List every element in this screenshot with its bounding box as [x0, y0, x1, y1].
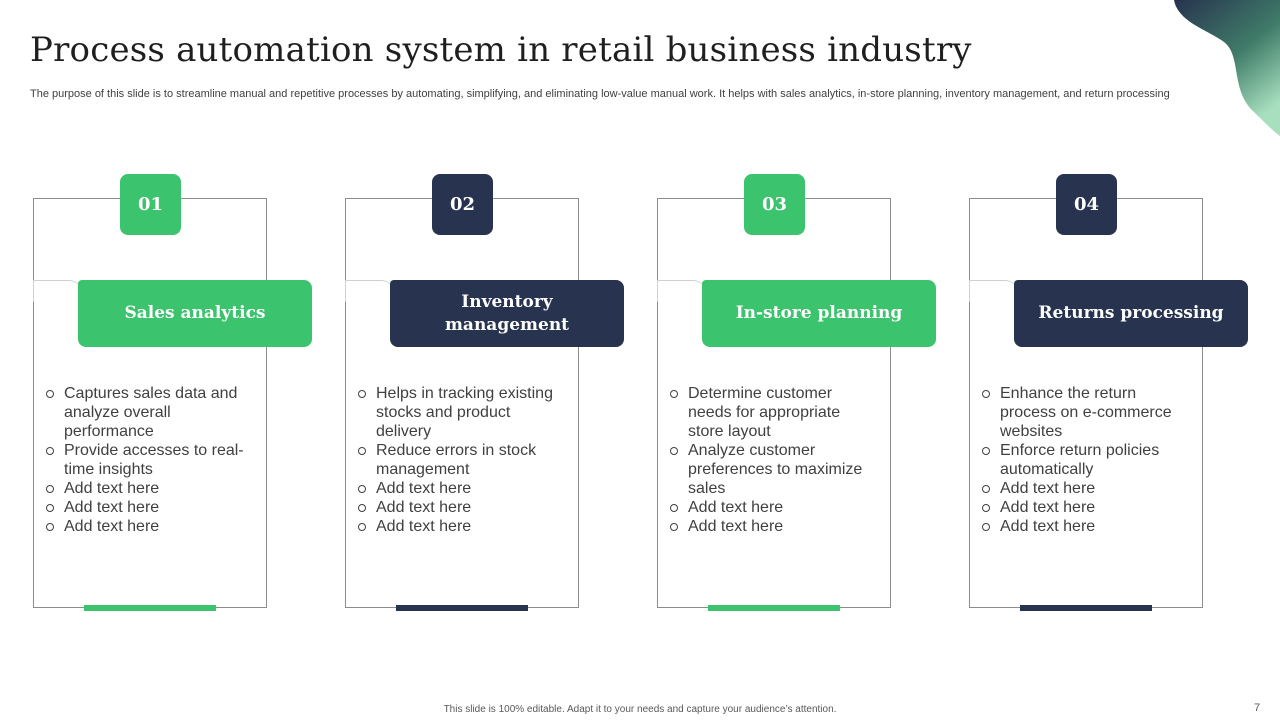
- step-number-badge: 02: [432, 174, 493, 235]
- list-item: Add text here: [46, 517, 246, 536]
- tab-fold: [657, 280, 707, 302]
- list-item: Reduce errors in stock management: [358, 441, 558, 479]
- footer-note: This slide is 100% editable. Adapt it to…: [443, 704, 837, 715]
- card-accent-bar: [84, 605, 216, 611]
- circle-bullet-icon: [670, 390, 678, 398]
- circle-bullet-icon: [46, 390, 54, 398]
- list-item: Add text here: [358, 498, 558, 517]
- circle-bullet-icon: [982, 390, 990, 398]
- list-item: Add text here: [46, 479, 246, 498]
- list-item-text: Analyze customer preferences to maximize…: [688, 442, 863, 497]
- circle-bullet-icon: [670, 523, 678, 531]
- list-item: Captures sales data and analyze overall …: [46, 384, 246, 441]
- slide-title: Process automation system in retail busi…: [30, 30, 972, 70]
- list-item-text: Add text here: [1000, 518, 1096, 535]
- list-item-text: Add text here: [376, 518, 472, 535]
- list-item: Provide accesses to real-time insights: [46, 441, 246, 479]
- process-card-2: 02 Inventory management Helps in trackin…: [342, 174, 624, 614]
- list-item-text: Add text here: [1000, 480, 1096, 497]
- card-accent-bar: [396, 605, 528, 611]
- circle-bullet-icon: [46, 485, 54, 493]
- circle-bullet-icon: [46, 447, 54, 455]
- list-item-text: Add text here: [376, 480, 472, 497]
- list-item: Add text here: [46, 498, 246, 517]
- tab-fold: [345, 280, 395, 302]
- bullet-list: Helps in tracking existing stocks and pr…: [358, 384, 558, 536]
- card-accent-bar: [1020, 605, 1152, 611]
- list-item: Enforce return policies automatically: [982, 441, 1182, 479]
- list-item: Add text here: [358, 479, 558, 498]
- circle-bullet-icon: [358, 390, 366, 398]
- tab-fold: [969, 280, 1019, 302]
- circle-bullet-icon: [358, 447, 366, 455]
- bullet-list: Captures sales data and analyze overall …: [46, 384, 246, 536]
- circle-bullet-icon: [982, 485, 990, 493]
- list-item: Analyze customer preferences to maximize…: [670, 441, 870, 498]
- circle-bullet-icon: [670, 447, 678, 455]
- list-item-text: Provide accesses to real-time insights: [64, 442, 244, 478]
- circle-bullet-icon: [358, 504, 366, 512]
- bullet-list: Determine customer needs for appropriate…: [670, 384, 870, 536]
- card-frame: [345, 198, 579, 608]
- step-number-badge: 04: [1056, 174, 1117, 235]
- corner-decoration: [1174, 0, 1280, 136]
- circle-bullet-icon: [46, 504, 54, 512]
- list-item: Add text here: [982, 479, 1182, 498]
- list-item: Add text here: [982, 517, 1182, 536]
- list-item-text: Enhance the return process on e-commerce…: [1000, 385, 1172, 440]
- card-heading: Sales analytics: [78, 280, 312, 347]
- step-number-badge: 01: [120, 174, 181, 235]
- process-card-4: 04 Returns processing Enhance the return…: [966, 174, 1248, 614]
- card-heading: In-store planning: [702, 280, 936, 347]
- list-item-text: Captures sales data and analyze overall …: [64, 385, 238, 440]
- slide-subtitle: The purpose of this slide is to streamli…: [30, 88, 1170, 100]
- list-item-text: Add text here: [688, 518, 784, 535]
- card-frame: [969, 198, 1203, 608]
- step-number-badge: 03: [744, 174, 805, 235]
- bullet-list: Enhance the return process on e-commerce…: [982, 384, 1182, 536]
- list-item-text: Add text here: [64, 480, 160, 497]
- card-frame: [33, 198, 267, 608]
- card-accent-bar: [708, 605, 840, 611]
- list-item-text: Helps in tracking existing stocks and pr…: [376, 385, 553, 440]
- list-item-text: Determine customer needs for appropriate…: [688, 385, 841, 440]
- list-item: Add text here: [670, 517, 870, 536]
- circle-bullet-icon: [358, 523, 366, 531]
- tab-fold: [33, 280, 83, 302]
- circle-bullet-icon: [982, 447, 990, 455]
- list-item: Add text here: [670, 498, 870, 517]
- list-item-text: Add text here: [688, 499, 784, 516]
- circle-bullet-icon: [982, 523, 990, 531]
- circle-bullet-icon: [46, 523, 54, 531]
- list-item: Enhance the return process on e-commerce…: [982, 384, 1182, 441]
- list-item: Determine customer needs for appropriate…: [670, 384, 870, 441]
- list-item-text: Add text here: [64, 499, 160, 516]
- process-card-1: 01 Sales analytics Captures sales data a…: [30, 174, 312, 614]
- circle-bullet-icon: [670, 504, 678, 512]
- circle-bullet-icon: [358, 485, 366, 493]
- card-heading: Inventory management: [390, 280, 624, 347]
- list-item-text: Add text here: [376, 499, 472, 516]
- page-number: 7: [1254, 702, 1261, 714]
- list-item-text: Enforce return policies automatically: [1000, 442, 1160, 478]
- list-item: Add text here: [982, 498, 1182, 517]
- list-item-text: Add text here: [1000, 499, 1096, 516]
- list-item-text: Add text here: [64, 518, 160, 535]
- card-heading: Returns processing: [1014, 280, 1248, 347]
- list-item: Add text here: [358, 517, 558, 536]
- process-card-3: 03 In-store planning Determine customer …: [654, 174, 936, 614]
- list-item: Helps in tracking existing stocks and pr…: [358, 384, 558, 441]
- circle-bullet-icon: [982, 504, 990, 512]
- list-item-text: Reduce errors in stock management: [376, 442, 537, 478]
